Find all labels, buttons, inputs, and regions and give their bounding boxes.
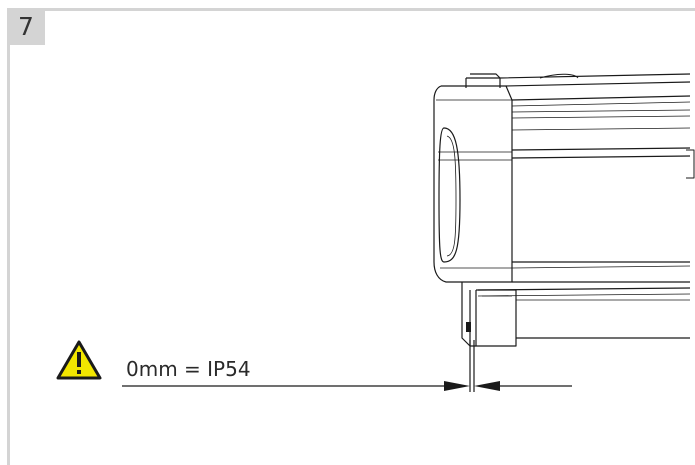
arrowhead-right (474, 381, 500, 391)
device-illustration (433, 73, 695, 347)
warning-triangle-icon (56, 340, 102, 380)
step-number-badge: 7 (7, 8, 45, 45)
step-frame (7, 8, 695, 465)
dimension-annotation (122, 340, 572, 392)
arrowhead-left (444, 381, 470, 391)
ip-rating-note: 0mm = IP54 (126, 357, 251, 381)
